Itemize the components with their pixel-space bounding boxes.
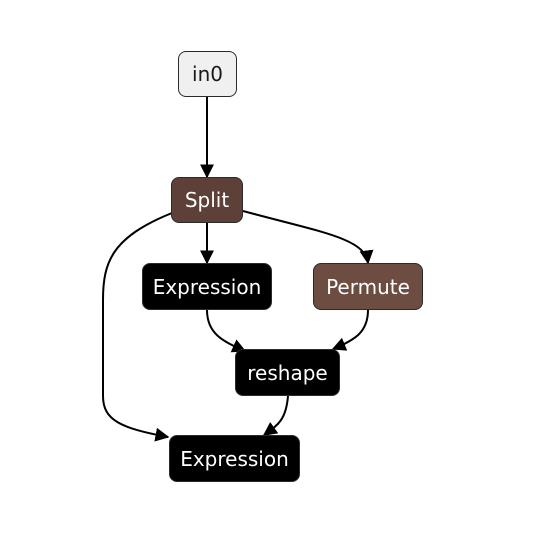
- node-split-label: Split: [184, 188, 230, 212]
- node-permute[interactable]: Permute: [313, 263, 423, 310]
- node-permute-label: Permute: [326, 274, 410, 299]
- edge-split-expression-2: [102, 212, 173, 442]
- node-expression-2[interactable]: Expression: [169, 435, 300, 482]
- node-expression-2-label: Expression: [180, 446, 289, 471]
- edge-expression-1-reshape: [206, 309, 247, 353]
- node-reshape[interactable]: reshape: [235, 349, 340, 396]
- node-reshape-label: reshape: [247, 360, 328, 385]
- node-expression-1-label: Expression: [152, 274, 262, 299]
- node-in0[interactable]: in0: [178, 51, 237, 97]
- edge-permute-reshape: [331, 309, 369, 351]
- node-split[interactable]: Split: [171, 177, 243, 223]
- edge-split-permute: [242, 210, 374, 265]
- node-in0-label: in0: [192, 62, 223, 86]
- node-expression-1[interactable]: Expression: [142, 263, 272, 310]
- edge-reshape-expression-2: [262, 395, 289, 436]
